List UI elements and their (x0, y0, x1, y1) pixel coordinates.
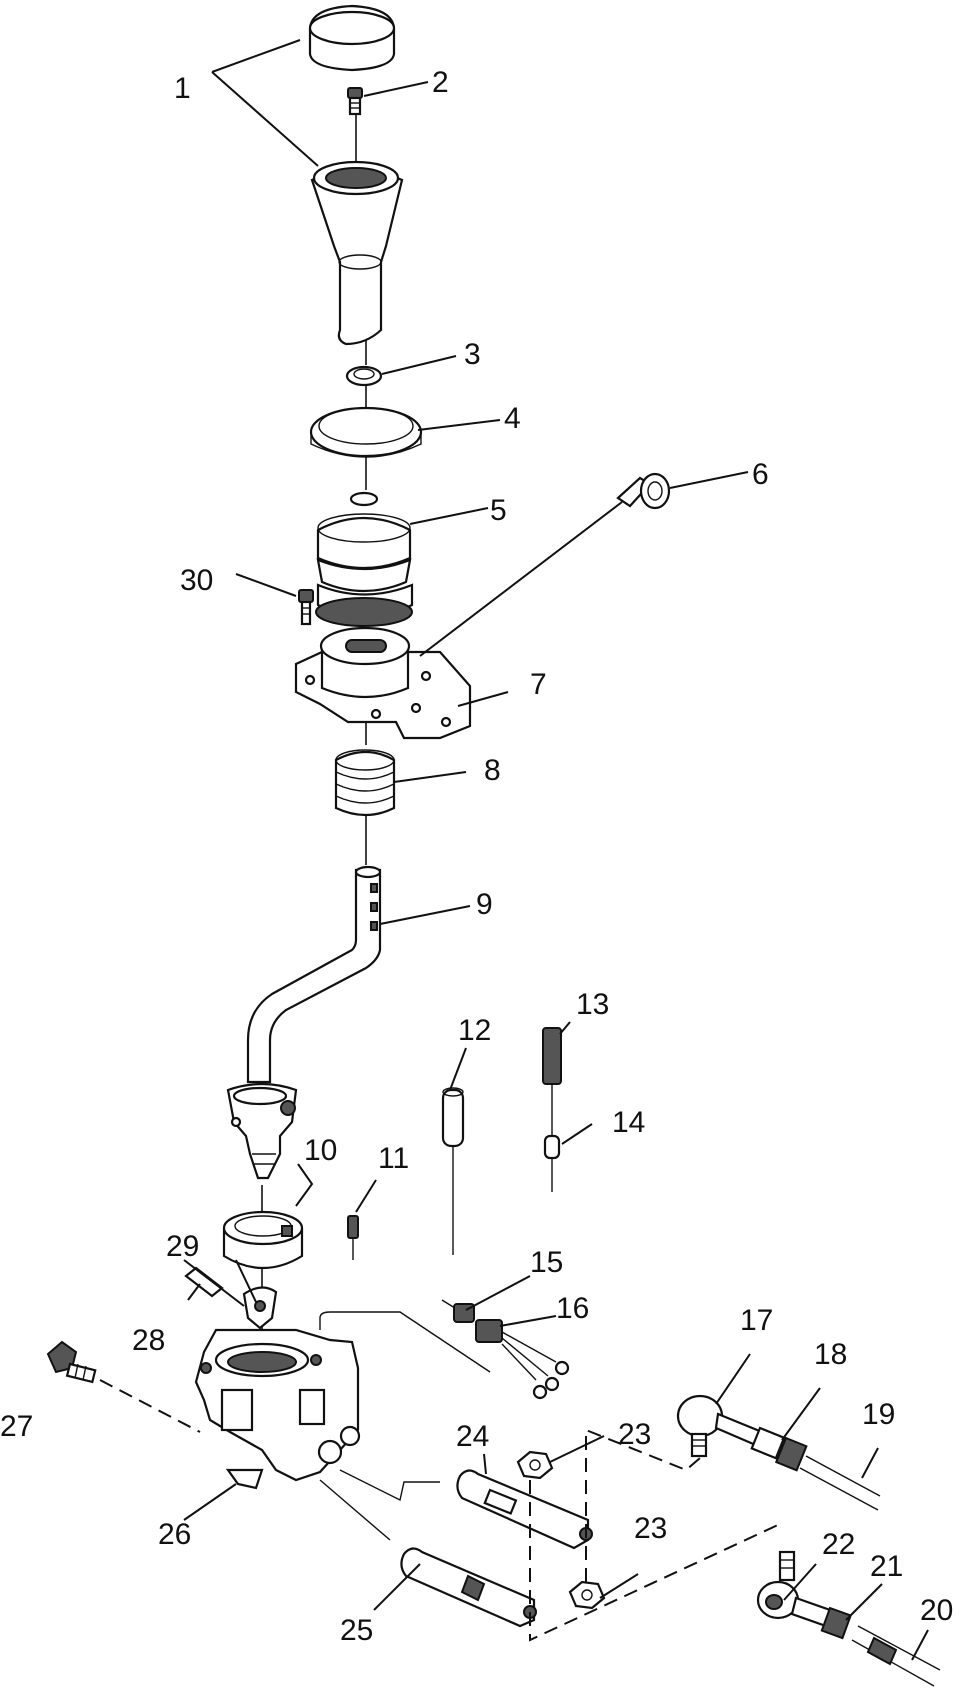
part-rod-end-22 (756, 1550, 800, 1620)
part-detent-arm-29 (242, 1286, 278, 1330)
part-switch-15 (441, 1299, 475, 1323)
part-spring-13 (542, 1027, 562, 1136)
callout-16: 16 (556, 1292, 589, 1325)
part-nut-23-lower (568, 1580, 606, 1610)
callout-13: 13 (576, 988, 609, 1021)
part-housing-26 (194, 1328, 361, 1490)
dashed-nut-to-rod (529, 1480, 781, 1642)
callout-24: 24 (456, 1420, 489, 1453)
part-knob-cap (308, 4, 396, 72)
part-washer-3 (345, 365, 383, 387)
callout-6: 6 (752, 458, 769, 491)
part-shift-rod-24 (456, 1469, 593, 1550)
part-cable-20 (851, 1625, 941, 1687)
callout-2: 2 (432, 66, 449, 99)
part-ring-4 (309, 406, 423, 458)
callout-23-upper: 23 (618, 1418, 651, 1451)
callout-10: 10 (304, 1134, 337, 1167)
callout-22: 22 (822, 1528, 855, 1561)
part-cable-19 (799, 1455, 881, 1511)
rod-link-lines (319, 1469, 440, 1541)
part-set-screw-11 (347, 1215, 359, 1260)
callout-8: 8 (484, 754, 501, 787)
callout-3: 3 (464, 338, 481, 371)
callout-28: 28 (132, 1324, 165, 1357)
leader-lines (183, 39, 929, 1661)
callout-23-lower: 23 (634, 1512, 667, 1545)
callout-17: 17 (740, 1304, 773, 1337)
part-clamp-6 (616, 472, 671, 510)
part-bolt-27 (46, 1340, 97, 1384)
part-jam-nut-21 (790, 1596, 852, 1640)
callout-20: 20 (920, 1594, 953, 1627)
part-screw-30 (298, 589, 314, 626)
callout-9: 9 (476, 888, 493, 921)
part-spring-cup-8 (334, 749, 396, 817)
callout-21: 21 (870, 1550, 903, 1583)
part-pin-12 (441, 1087, 465, 1255)
harness-routing-line (319, 1311, 491, 1373)
callout-19: 19 (862, 1398, 895, 1431)
part-shift-lever-9 (226, 865, 382, 1180)
callout-15: 15 (530, 1246, 563, 1279)
callout-27: 27 (0, 1410, 33, 1443)
callout-30: 30 (180, 564, 213, 597)
part-shift-rod-25 (400, 1547, 537, 1628)
part-collar-10 (222, 1210, 304, 1270)
part-detent-14 (543, 1134, 561, 1192)
part-screw-2 (347, 87, 363, 116)
part-grip (310, 160, 404, 346)
callout-26: 26 (158, 1518, 191, 1551)
callout-5: 5 (490, 494, 507, 527)
part-nut-23-upper (516, 1450, 554, 1480)
dashed-nut-to-rodend (585, 1428, 701, 1582)
axis-bolt-27 (99, 1379, 201, 1433)
callout-18: 18 (814, 1338, 847, 1371)
callout-14: 14 (612, 1106, 645, 1139)
part-harness-16 (475, 1319, 570, 1400)
part-pin-28 (184, 1266, 224, 1298)
part-rod-end-17 (676, 1394, 764, 1458)
callout-11: 11 (378, 1142, 409, 1175)
part-base-plate-7 (294, 626, 472, 740)
callout-12: 12 (458, 1014, 491, 1047)
callout-1: 1 (174, 72, 191, 105)
callout-7: 7 (530, 668, 547, 701)
part-jam-nut-18 (750, 1426, 808, 1472)
callout-4: 4 (504, 402, 521, 435)
part-boot-5 (315, 491, 414, 627)
callout-25: 25 (340, 1614, 373, 1647)
callout-29: 29 (166, 1230, 199, 1263)
